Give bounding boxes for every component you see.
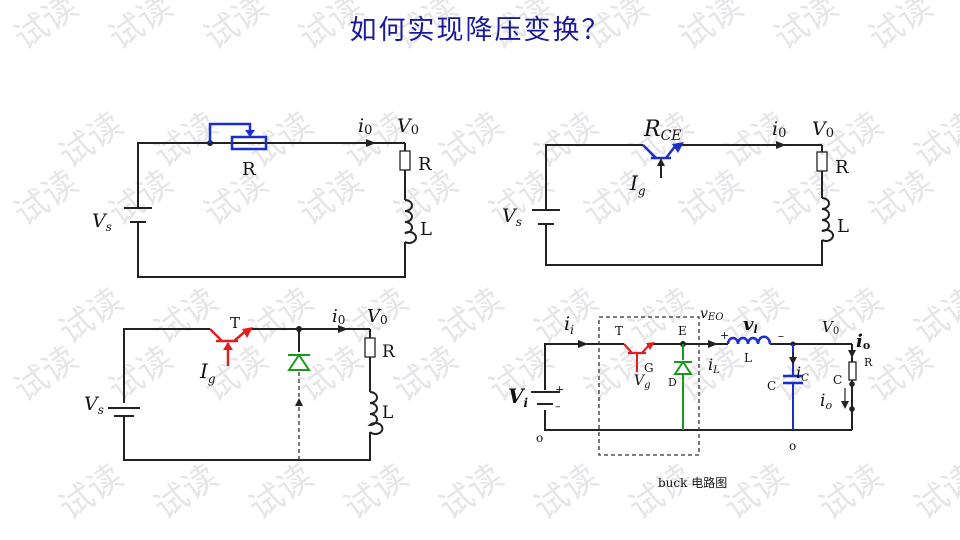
current-arrow-icon — [789, 357, 797, 365]
circuit-2-transistor-rce: RCE Ig i0 V0 R L Vs — [502, 117, 849, 266]
current-arrow-icon — [338, 325, 348, 333]
r-label: R — [835, 157, 849, 178]
current-arrow-icon — [295, 398, 303, 406]
rce-label: RCE — [643, 117, 682, 144]
emitter-arrow-icon — [242, 327, 253, 338]
base-arrow-icon — [223, 342, 233, 350]
vs-label: Vs — [502, 205, 522, 229]
inductor-l — [821, 197, 835, 242]
current-arrow-icon — [841, 401, 849, 409]
i0-label: i0 — [772, 118, 786, 141]
current-arrow-icon — [776, 141, 786, 149]
current-arrow-icon — [578, 340, 588, 348]
veo-label: vEO — [700, 306, 723, 323]
inductor-l — [404, 199, 418, 244]
vi-label: Vi — [508, 384, 529, 410]
base-arrow-icon — [657, 158, 665, 166]
c2-label: C — [833, 373, 842, 387]
l-label: L — [382, 403, 393, 423]
diode-icon — [287, 353, 311, 371]
plus-sign: + — [720, 329, 729, 342]
l-label: L — [837, 216, 849, 237]
v0-label: V0 — [822, 318, 839, 337]
circuit-3-transistor-diode: T Ig i0 V0 R L Vs — [84, 306, 396, 461]
vg-label: Vg — [634, 373, 651, 391]
resistor-r — [848, 361, 857, 381]
l-label: L — [744, 351, 752, 365]
transistor-t — [209, 328, 223, 342]
v0-label: V0 — [397, 115, 419, 138]
r-label: R — [864, 356, 873, 369]
circuit-1-resistor-divider: R i0 V0 R L Vs — [92, 115, 432, 278]
vl-label: vl — [743, 314, 758, 336]
pot-label: R — [242, 159, 256, 180]
current-arrow-icon — [708, 340, 718, 348]
vs-label: Vs — [92, 210, 112, 234]
io-label: io — [856, 331, 870, 352]
c-label: C — [767, 379, 776, 393]
emitter-arrow-icon — [672, 142, 684, 153]
battery-plus: + — [555, 383, 564, 396]
ig-label: Ig — [199, 359, 216, 386]
resistor-r — [399, 150, 411, 171]
inductor-l — [726, 335, 772, 345]
ii-label: ii — [564, 313, 574, 337]
page-title: 如何实现降压变换？ — [349, 15, 611, 46]
minus-sign: – — [778, 329, 784, 343]
current-arrow-icon — [848, 350, 856, 358]
circuit-4-buck: ii T E vEO vl – V0 io R G Vg D iL L + C … — [508, 306, 873, 490]
i0-label: i0 — [358, 115, 372, 138]
potentiometer — [230, 135, 268, 151]
e-label: E — [678, 324, 687, 338]
resistor-r — [364, 337, 376, 358]
il-label: iL — [708, 355, 720, 376]
r-label: R — [382, 342, 396, 362]
i0-label: i0 — [332, 306, 345, 327]
battery-minus: – — [555, 400, 561, 413]
switch-box — [598, 316, 700, 456]
vs-label: Vs — [84, 393, 104, 417]
r-label: R — [418, 154, 432, 175]
t-label: T — [230, 314, 240, 332]
wiper-arrow-icon — [245, 130, 255, 137]
t-label: T — [615, 324, 623, 338]
v0-label: V0 — [812, 118, 834, 141]
v0-label: V0 — [367, 306, 388, 327]
diode-icon — [673, 360, 693, 375]
figure-caption: buck 电路图 — [658, 475, 727, 490]
node-o-left: o — [536, 431, 543, 445]
resistor-r — [816, 151, 828, 172]
l-label: L — [420, 219, 432, 240]
ic-label: iC — [796, 363, 809, 384]
d-label: D — [668, 376, 677, 389]
current-arrow-icon — [366, 139, 376, 147]
emitter-arrow-icon — [646, 342, 655, 350]
node-o-right: o — [789, 439, 796, 453]
g-label: G — [644, 361, 654, 375]
io2-label: io — [820, 391, 832, 412]
transistor-collector — [642, 144, 657, 159]
inductor-l — [367, 391, 384, 435]
ig-label: Ig — [629, 171, 646, 198]
